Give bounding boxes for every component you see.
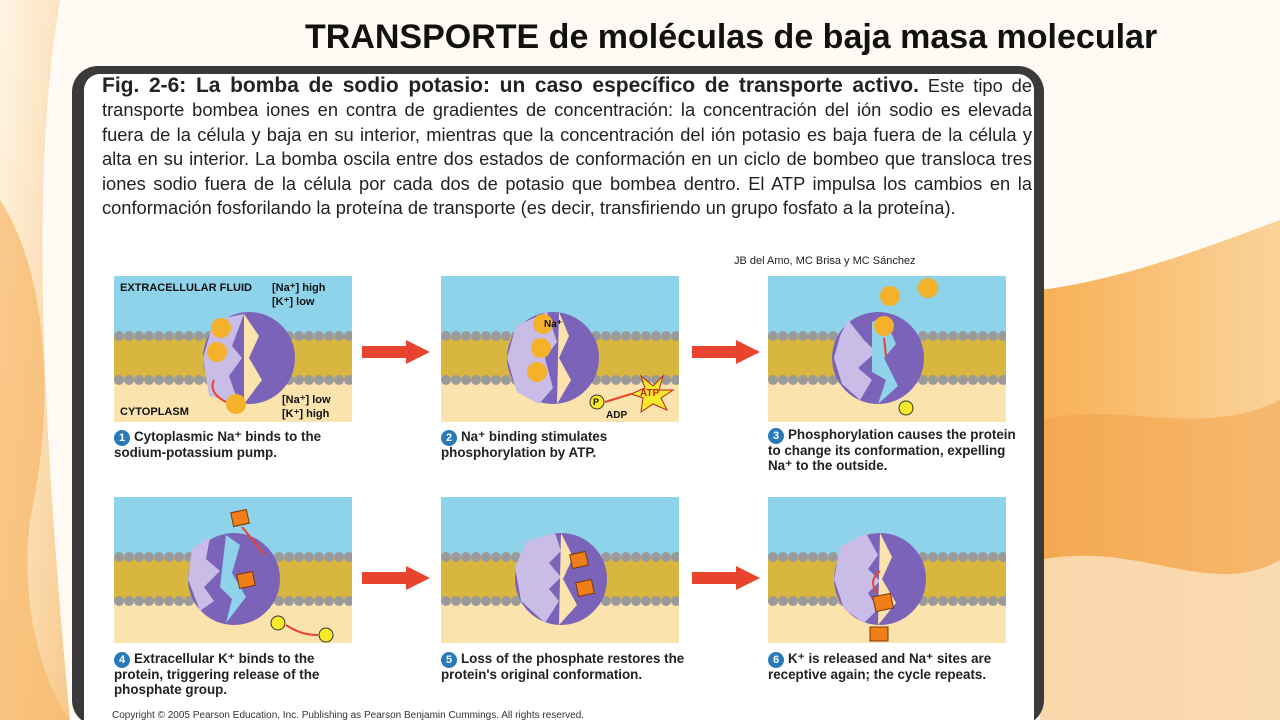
- figure-panel: Fig. 2-6: La bomba de sodio potasio: un …: [84, 74, 1034, 720]
- step-arrow: [362, 340, 430, 364]
- na-ion: [527, 362, 547, 382]
- step-text: Na⁺ binding stimulates phosphorylation b…: [441, 429, 608, 460]
- na-ion: [226, 394, 246, 414]
- figure-credit: JB del Amo, MC Brisa y MC Sánchez: [734, 255, 916, 267]
- step-arrow: [692, 340, 760, 364]
- slide-title: TRANSPORTE de moléculas de baja masa mol…: [305, 18, 1158, 56]
- na-ion: [531, 338, 551, 358]
- label-k-high: [K⁺] high: [282, 408, 330, 420]
- step-text: Phosphorylation causes the protein to ch…: [768, 427, 1016, 473]
- phosphate-label: P: [593, 397, 600, 407]
- panel-step-5: [441, 497, 679, 643]
- k-ion: [230, 508, 250, 528]
- na-ion: [211, 318, 231, 338]
- na-label: Na⁺: [544, 319, 563, 330]
- step-text: K⁺ is released and Na⁺ sites are recepti…: [768, 651, 992, 682]
- figure-heading: Fig. 2-6: La bomba de sodio potasio: un …: [102, 74, 919, 97]
- figure-caption: Fig. 2-6: La bomba de sodio potasio: un …: [102, 74, 1032, 220]
- step-number: 3: [768, 428, 784, 444]
- k-ion: [872, 592, 895, 613]
- step-text: Cytoplasmic Na⁺ binds to the sodium-pota…: [114, 429, 322, 460]
- panel-step-6: [768, 497, 1006, 643]
- label-na-high: [Na⁺] high: [272, 282, 326, 294]
- step-number: 5: [441, 652, 457, 668]
- panel-step-1: EXTRACELLULAR FLUID [Na⁺] high [K⁺] low …: [114, 276, 352, 422]
- k-ion: [569, 550, 589, 570]
- panel-step-2: Na⁺ ATP P ADP: [441, 276, 679, 422]
- na-ion: [874, 316, 894, 336]
- k-ion: [236, 570, 256, 590]
- step-text: Loss of the phosphate restores the prote…: [441, 651, 685, 682]
- na-ion: [533, 314, 553, 334]
- panel-step-4: [114, 497, 352, 643]
- label-na-low: [Na⁺] low: [282, 394, 331, 406]
- copyright-line: Copyright © 2005 Pearson Education, Inc.…: [112, 710, 585, 720]
- na-ion: [918, 278, 938, 298]
- na-ion: [880, 286, 900, 306]
- figure-body: Este tipo de transporte bombea iones en …: [102, 75, 1032, 219]
- step-number: 6: [768, 652, 784, 668]
- step-number: 2: [441, 430, 457, 446]
- step-number: 4: [114, 652, 130, 668]
- na-ion: [207, 342, 227, 362]
- adp-label: ADP: [606, 410, 628, 421]
- k-ion: [869, 626, 889, 642]
- step-number: 1: [114, 430, 130, 446]
- k-ion: [575, 578, 595, 598]
- atp-label: ATP: [640, 388, 660, 399]
- label-cytoplasm: CYTOPLASM: [120, 406, 189, 418]
- step-arrow: [692, 566, 760, 590]
- label-k-low: [K⁺] low: [272, 296, 315, 308]
- step-text: Extracellular K⁺ binds to the protein, t…: [114, 651, 320, 697]
- panel-step-3: [768, 276, 1006, 422]
- label-extracellular: EXTRACELLULAR FLUID: [120, 282, 252, 294]
- step-arrow: [362, 566, 430, 590]
